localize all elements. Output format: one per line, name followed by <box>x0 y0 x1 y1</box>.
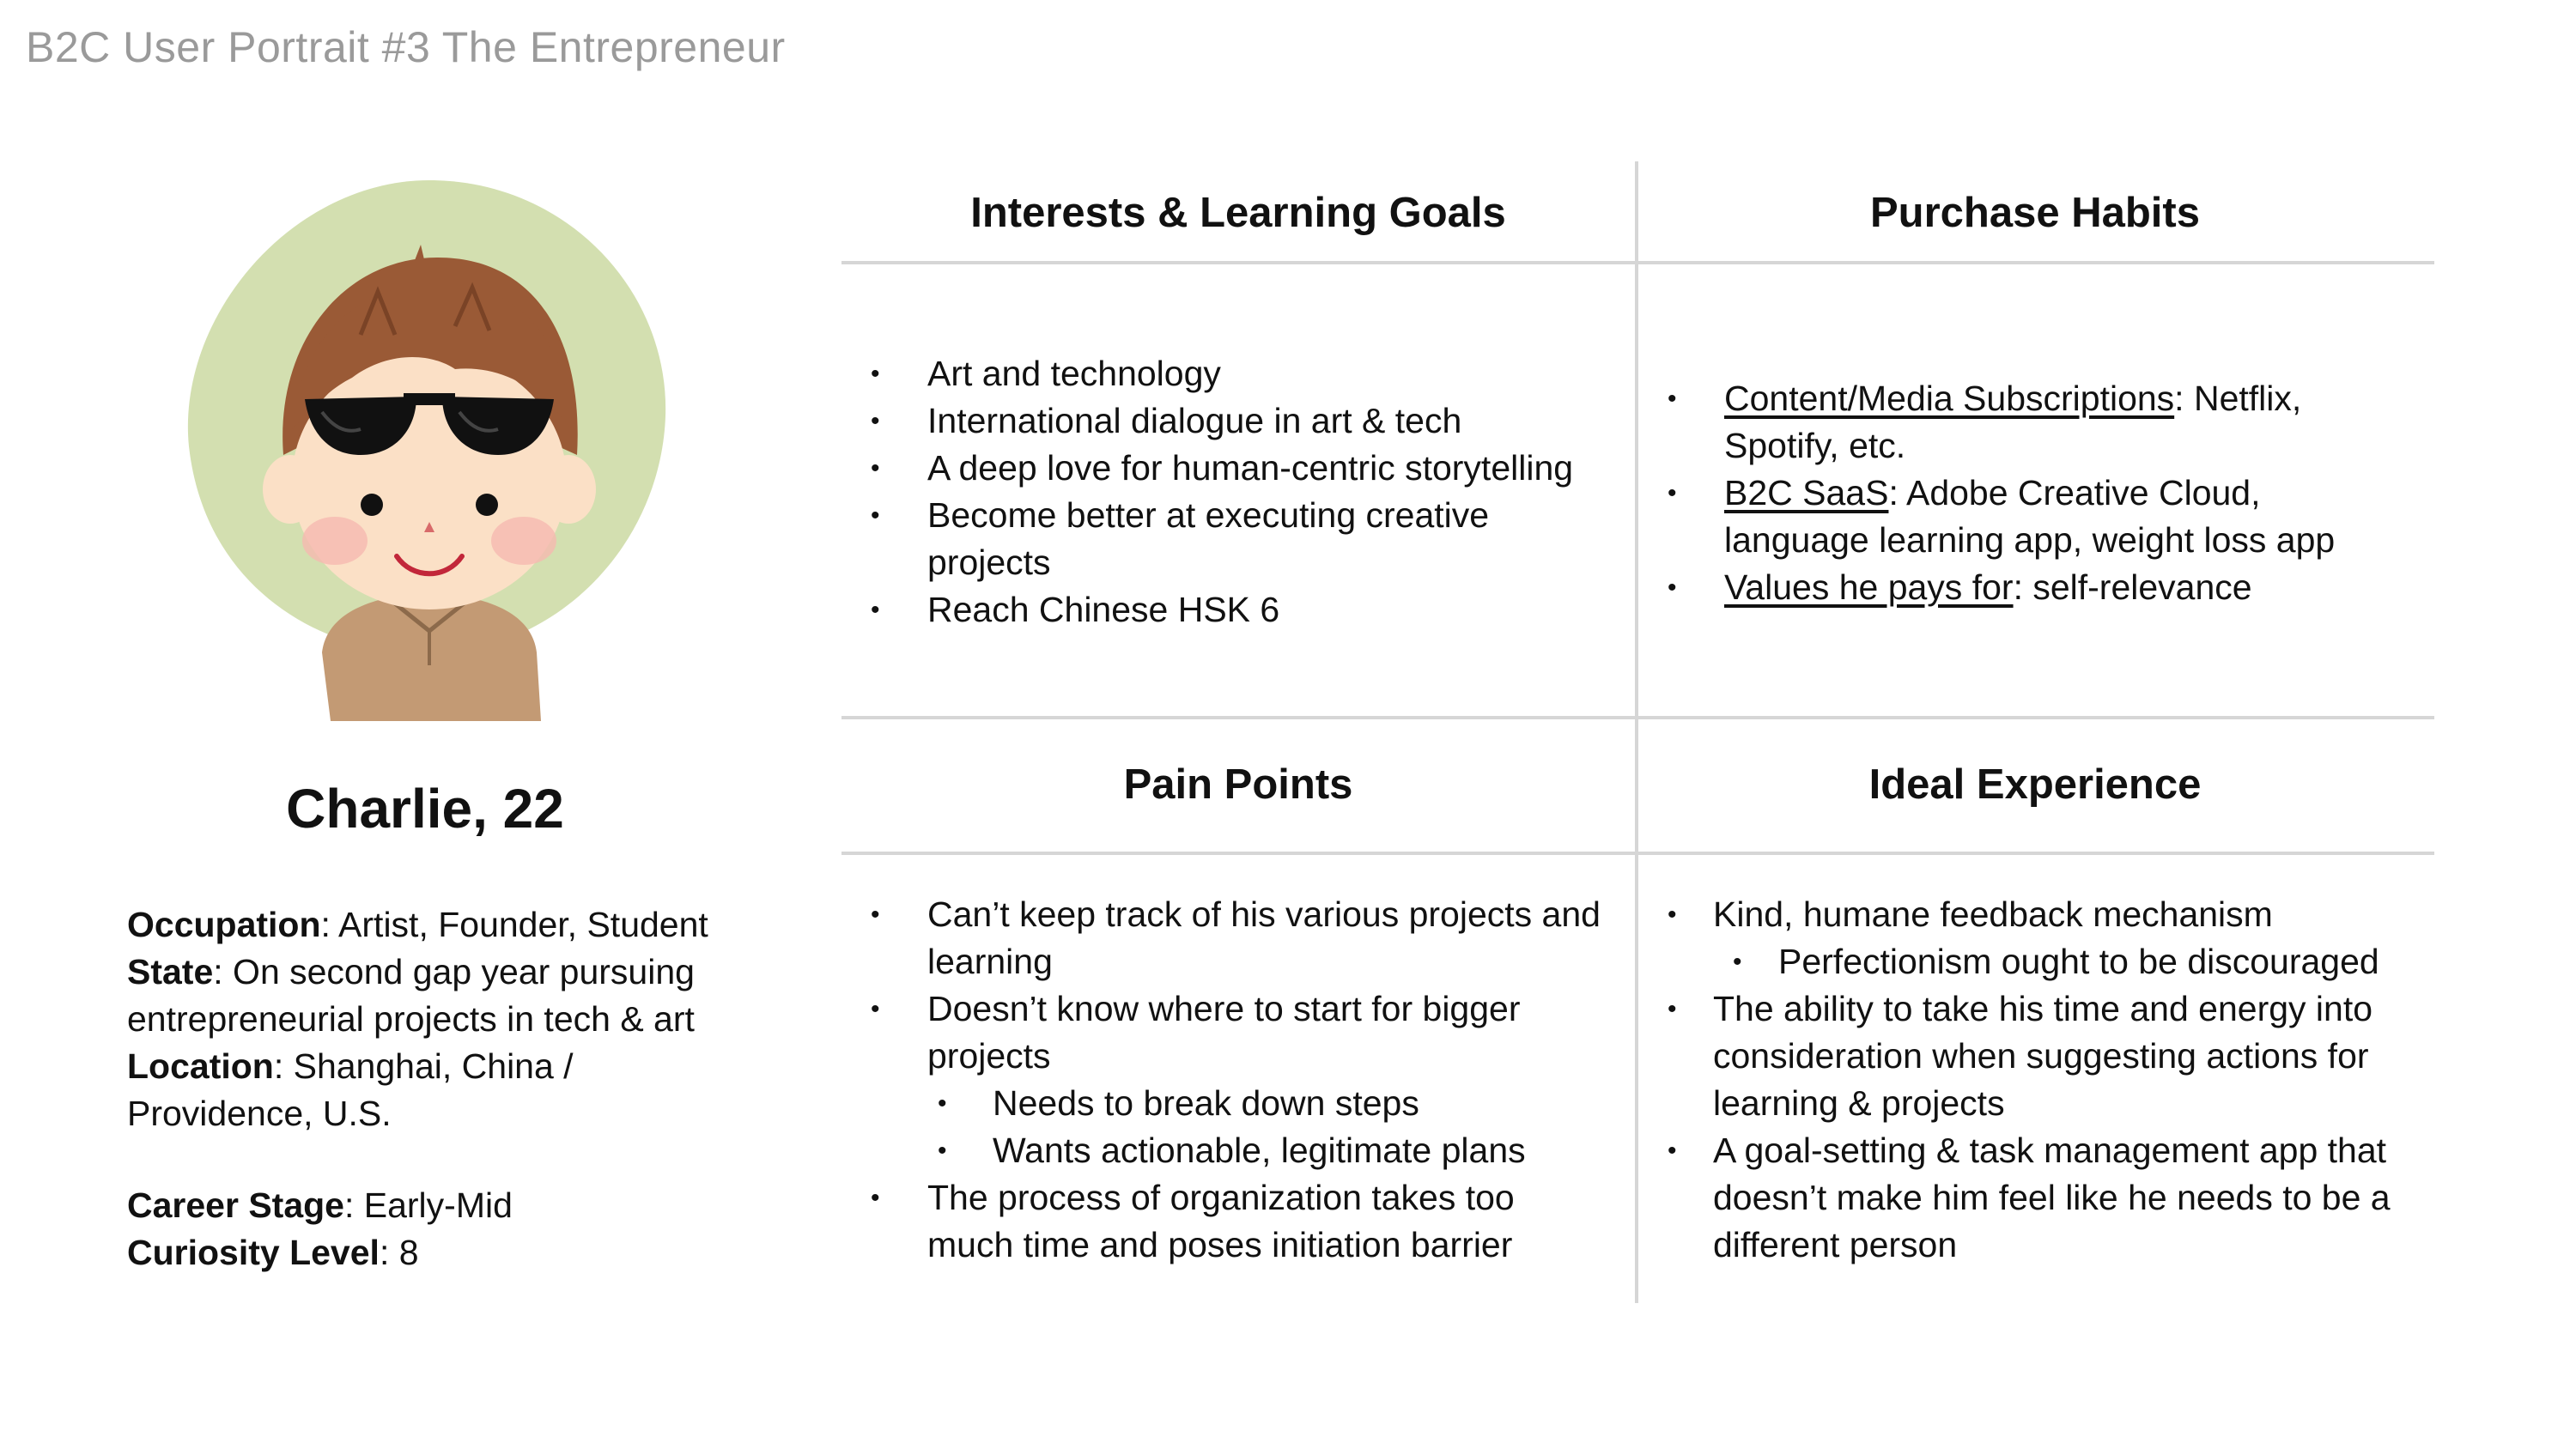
list-item: Content/Media Subscriptions: Netflix, <box>1656 375 2428 422</box>
career-stage-label: Career Stage <box>127 1185 344 1225</box>
list-item-continuation: learning <box>927 942 1053 981</box>
list-item: Doesn’t know where to start for bigger <box>859 985 1631 1033</box>
location-label: Location <box>127 1046 274 1086</box>
list-item-continuation: different person <box>1713 1225 1958 1264</box>
list-item-continuation: language learning app, weight loss app <box>1724 520 2336 560</box>
state-label: State <box>127 952 214 991</box>
sunglasses-icon <box>305 393 554 455</box>
purchase-item-text: : Netflix, <box>2174 379 2302 418</box>
header-divider-bottom <box>841 852 2434 855</box>
list-item: The process of organization takes too <box>859 1174 1631 1222</box>
vertical-divider <box>1635 161 1638 1303</box>
page-title: B2C User Portrait #3 The Entrepreneur <box>26 23 786 71</box>
list-item: International dialogue in art & tech <box>859 397 1631 445</box>
career-stage-value: : Early-Mid <box>343 1185 513 1225</box>
list-item: Art and technology <box>859 350 1631 397</box>
curiosity-level-value: : 8 <box>379 1233 419 1272</box>
list-item: Values he pays for: self-relevance <box>1656 564 2428 611</box>
middle-divider <box>841 716 2434 719</box>
sub-list-item: Wants actionable, legitimate plans <box>859 1127 1631 1174</box>
list-item: Reach Chinese HSK 6 <box>859 586 1631 634</box>
curiosity-level-row: Curiosity Level: 8 <box>127 1229 762 1276</box>
purchase-item-label: Values he pays for <box>1724 567 2014 607</box>
persona-details: Occupation: Artist, Founder, Student Sta… <box>127 901 762 1276</box>
pain-points-title: Pain Points <box>1123 761 1353 808</box>
location-value-line-2: Providence, U.S. <box>127 1094 392 1133</box>
purchase-item-label: Content/Media Subscriptions <box>1724 379 2175 418</box>
purchase-item-text: : Adobe Creative Cloud, <box>1888 473 2261 512</box>
list-item-continuation: Spotify, etc. <box>1724 426 1906 465</box>
purchase-item-label: B2C SaaS <box>1724 473 1889 512</box>
list-item-continuation: doesn’t make him feel like he needs to b… <box>1713 1178 2391 1217</box>
list-item: Can’t keep track of his various projects… <box>859 891 1631 938</box>
sub-list-item: Needs to break down steps <box>859 1080 1631 1127</box>
curiosity-level-label: Curiosity Level <box>127 1233 380 1272</box>
state-value-line-2: entrepreneurial projects in tech & art <box>127 999 695 1039</box>
purchase-habits-title: Purchase Habits <box>1870 190 2200 236</box>
pain-points-list: Can’t keep track of his various projects… <box>859 891 1631 1269</box>
list-item-continuation: projects <box>927 543 1051 582</box>
purchase-item-text: : self-relevance <box>2013 567 2252 607</box>
interests-list: Art and technology International dialogu… <box>859 350 1631 634</box>
sub-list-item: Perfectionism ought to be discouraged <box>1656 938 2428 985</box>
avatar-face <box>292 352 567 609</box>
list-item-continuation: consideration when suggesting actions fo… <box>1713 1036 2369 1076</box>
ideal-experience-list: Kind, humane feedback mechanism Perfecti… <box>1656 891 2428 1269</box>
occupation-row: Occupation: Artist, Founder, Student <box>127 901 762 949</box>
occupation-value: : Artist, Founder, Student <box>320 905 708 944</box>
list-item: A deep love for human-centric storytelli… <box>859 445 1631 492</box>
state-value: : On second gap year pursuing <box>213 952 695 991</box>
interests-title: Interests & Learning Goals <box>970 190 1506 236</box>
list-item: The ability to take his time and energy … <box>1656 985 2428 1033</box>
purchase-habits-list: Content/Media Subscriptions: Netflix, Sp… <box>1656 375 2428 611</box>
avatar-shirt <box>322 592 541 721</box>
occupation-label: Occupation <box>127 905 321 944</box>
location-value: : Shanghai, China / <box>273 1046 574 1086</box>
header-divider-top <box>841 261 2434 264</box>
ideal-experience-title: Ideal Experience <box>1868 761 2202 808</box>
list-item: Kind, humane feedback mechanism <box>1656 891 2428 938</box>
persona-avatar <box>172 172 687 721</box>
list-item: B2C SaaS: Adobe Creative Cloud, <box>1656 470 2428 517</box>
list-item-continuation: much time and poses initiation barrier <box>927 1225 1513 1264</box>
list-item-continuation: projects <box>927 1036 1051 1076</box>
career-stage-row: Career Stage: Early-Mid <box>127 1182 762 1229</box>
persona-name: Charlie, 22 <box>286 778 564 840</box>
state-row: State: On second gap year pursuing <box>127 949 762 996</box>
avatar-illustration <box>187 180 666 721</box>
list-item: A goal-setting & task management app tha… <box>1656 1127 2428 1174</box>
list-item-continuation: learning & projects <box>1713 1083 2005 1123</box>
location-row: Location: Shanghai, China / <box>127 1043 762 1090</box>
list-item: Become better at executing creative <box>859 492 1631 539</box>
